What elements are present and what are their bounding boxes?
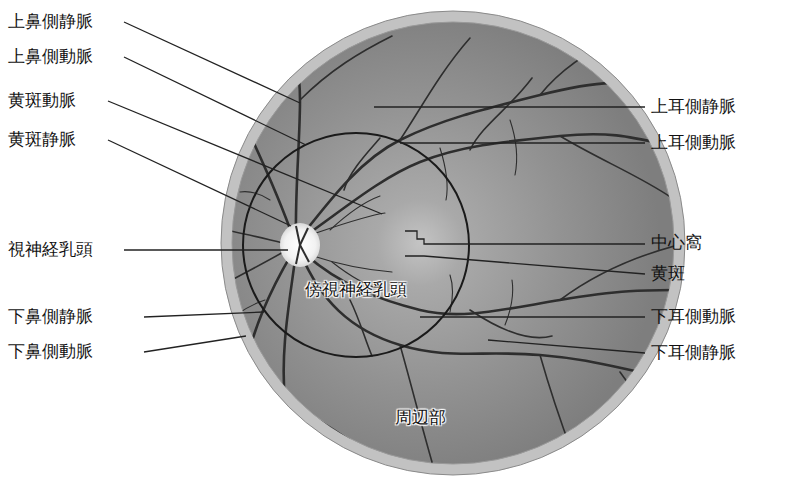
fundus	[232, 22, 674, 464]
optic-disc	[280, 223, 320, 267]
part-label: 下耳側動脈	[651, 307, 736, 327]
part-label: 上鼻側動脈	[8, 47, 93, 67]
part-label: 中心窩	[651, 233, 702, 253]
part-label: 下鼻側静脈	[8, 307, 93, 327]
part-label: 黄斑	[651, 264, 685, 284]
part-label: 下耳側静脈	[651, 343, 736, 363]
part-label: 上鼻側静脈	[8, 12, 93, 32]
part-label: 上耳側静脈	[651, 97, 736, 117]
part-label: 傍視神経乳頭	[305, 280, 407, 300]
peripapillary-boundary	[243, 133, 469, 357]
retinal-vessels	[198, 18, 690, 472]
eye-rim	[221, 11, 685, 475]
disc-vessels	[296, 226, 309, 264]
part-label: 視神経乳頭	[8, 240, 93, 260]
part-label: 下鼻側動脈	[8, 342, 93, 362]
part-label: 周辺部	[395, 408, 446, 428]
part-label: 黄斑静脈	[8, 130, 76, 150]
leader-lines	[108, 22, 645, 353]
part-label: 上耳側動脈	[651, 133, 736, 153]
part-label: 黄斑動脈	[8, 91, 76, 111]
